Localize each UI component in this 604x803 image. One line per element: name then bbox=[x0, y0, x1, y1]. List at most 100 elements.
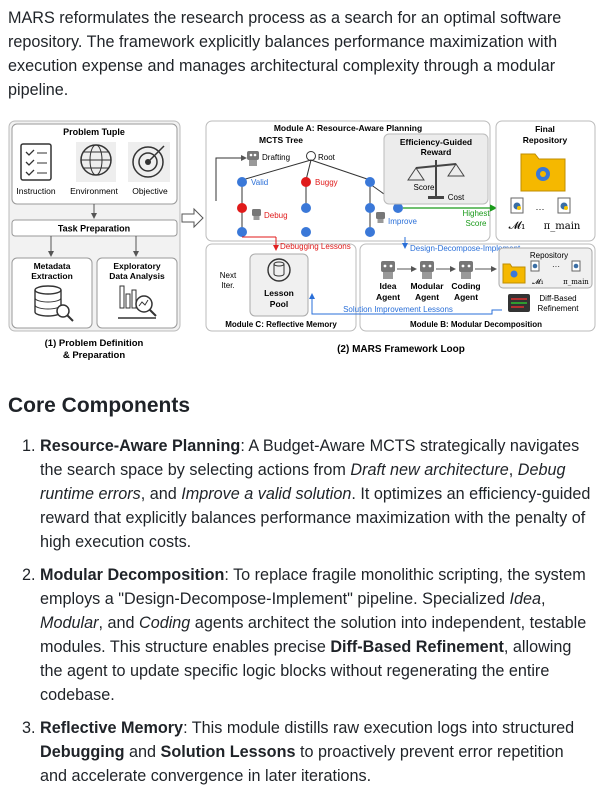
bold-term: Solution Lessons bbox=[160, 743, 296, 761]
root-label: Root bbox=[318, 153, 336, 162]
italic-term: Improve a valid solution bbox=[181, 485, 352, 503]
instruction-label: Instruction bbox=[16, 186, 55, 196]
pi-main-label: π_main bbox=[563, 278, 589, 286]
instruction-icon bbox=[20, 143, 52, 181]
module-a-title: Module A: Resource-Aware Planning bbox=[274, 123, 422, 133]
next-iter-label-1: Next bbox=[220, 271, 237, 280]
database-search-icon bbox=[34, 285, 74, 322]
root-node bbox=[306, 151, 316, 161]
debugging-lessons-label: Debugging Lessons bbox=[280, 242, 351, 251]
coding-agent-label-2: Agent bbox=[454, 292, 478, 302]
list-item: 2.Modular Decomposition: To replace frag… bbox=[8, 563, 594, 707]
diff-refinement-label-2: Refinement bbox=[538, 304, 580, 313]
bold-term: Resource-Aware Planning bbox=[40, 437, 241, 455]
modular-agent-robot-icon bbox=[420, 261, 434, 279]
body-text: : A Budget-Aware MCTS strategically navi… bbox=[40, 437, 580, 479]
idea-agent-robot-icon bbox=[381, 261, 395, 279]
folder-icon bbox=[502, 263, 526, 284]
globe-icon bbox=[76, 142, 116, 182]
cost-label: Cost bbox=[448, 193, 465, 202]
italic-term: Debug runtime errors bbox=[40, 461, 566, 503]
lesson-pool-label-1: Lesson bbox=[264, 288, 294, 298]
italic-term: Draft new architecture bbox=[350, 461, 509, 479]
body-text: agents architect the solution into indep… bbox=[40, 614, 587, 656]
robot-icon bbox=[376, 212, 385, 223]
robot-icon bbox=[247, 151, 259, 166]
highest-score-label-2: Score bbox=[466, 219, 487, 228]
lesson-pool-icon bbox=[267, 258, 291, 282]
body-text: : This module distills raw execution log… bbox=[183, 719, 575, 737]
module-m1-label: 𝓜₁ bbox=[532, 277, 543, 286]
balance-scale-icon bbox=[407, 160, 465, 199]
drafting-label: Drafting bbox=[262, 153, 290, 162]
bold-term: Debugging bbox=[40, 743, 125, 761]
bold-term: Modular Decomposition bbox=[40, 566, 225, 584]
core-components-list: 1.Resource-Aware Planning: A Budget-Awar… bbox=[8, 434, 594, 797]
body-text: and bbox=[124, 743, 161, 761]
improve-label: Improve bbox=[388, 217, 417, 226]
reward-title-2: Reward bbox=[421, 147, 452, 157]
final-title-1: Final bbox=[535, 124, 555, 134]
caption-1-line-2: & Preparation bbox=[63, 350, 125, 361]
section-title: Core Components bbox=[8, 394, 191, 417]
task-preparation-label: Task Preparation bbox=[58, 224, 130, 234]
repository-label: Repository bbox=[530, 251, 568, 260]
body-text: to proactively prevent error repetition … bbox=[40, 743, 564, 785]
ellipsis: ··· bbox=[552, 262, 560, 271]
bold-term: Reflective Memory bbox=[40, 719, 184, 737]
italic-term: Modular bbox=[40, 614, 99, 632]
eda-label-1: Exploratory bbox=[113, 261, 161, 271]
module-c-title: Module C: Reflective Memory bbox=[225, 320, 337, 329]
score-label: Score bbox=[414, 183, 435, 192]
coding-agent-label-1: Coding bbox=[451, 281, 480, 291]
target-icon bbox=[128, 142, 170, 182]
objective-label: Objective bbox=[132, 186, 168, 196]
body-text: : To replace fragile monolithic scriptin… bbox=[40, 566, 586, 608]
next-iter-arrow bbox=[215, 155, 247, 201]
list-number: 2. bbox=[22, 566, 36, 584]
python-file-icon bbox=[510, 197, 524, 214]
diff-refinement-label-1: Diff-Based bbox=[539, 294, 576, 303]
body-text: . It optimizes an efficiency-guided rewa… bbox=[40, 485, 591, 551]
modular-agent-label-1: Modular bbox=[410, 281, 444, 291]
body-text: , and bbox=[140, 485, 182, 503]
chart-analysis-icon bbox=[118, 285, 157, 319]
python-file-icon bbox=[571, 260, 581, 272]
list-number: 3. bbox=[22, 719, 36, 737]
debug-label: Debug bbox=[264, 211, 288, 220]
problem-tuple-title: Problem Tuple bbox=[63, 127, 125, 137]
caption-1-line-1: (1) Problem Definition bbox=[45, 338, 144, 349]
next-iter-label-2: Iter. bbox=[221, 281, 234, 290]
reward-title-1: Efficiency-Guided bbox=[400, 137, 472, 147]
flow-arrow bbox=[181, 207, 204, 229]
list-item: 3.Reflective Memory: This module distill… bbox=[8, 716, 594, 788]
metadata-label-1: Metadata bbox=[34, 261, 71, 271]
diff-refinement-icon bbox=[508, 294, 530, 312]
idea-agent-label-1: Idea bbox=[379, 281, 396, 291]
ellipsis: ··· bbox=[536, 204, 545, 214]
module-b-title: Module B: Modular Decomposition bbox=[410, 320, 542, 329]
highest-score-label-1: Highest bbox=[462, 209, 490, 218]
python-file-icon bbox=[557, 197, 571, 214]
mcts-tree-title: MCTS Tree bbox=[259, 135, 303, 145]
final-title-2: Repository bbox=[523, 135, 568, 145]
body-text: , allowing the agent to update specific … bbox=[40, 638, 572, 704]
idea-agent-label-2: Agent bbox=[376, 292, 400, 302]
bold-term: Diff-Based Refinement bbox=[330, 638, 504, 656]
intro-paragraph: MARS reformulates the research process a… bbox=[8, 9, 562, 99]
module-m1-label: 𝓜₁ bbox=[509, 219, 526, 232]
environment-label: Environment bbox=[70, 186, 118, 196]
valid-label: Valid bbox=[251, 178, 268, 187]
eda-label-2: Data Analysis bbox=[109, 271, 165, 281]
coding-agent-robot-icon bbox=[459, 261, 473, 279]
buggy-label: Buggy bbox=[315, 178, 338, 187]
modular-agent-label-2: Agent bbox=[415, 292, 439, 302]
list-number: 1. bbox=[22, 437, 36, 455]
ddi-label: Design-Decompose-Implement bbox=[410, 244, 521, 253]
italic-term: Coding bbox=[139, 614, 191, 632]
lesson-pool-label-2: Pool bbox=[270, 299, 288, 309]
italic-term: Idea bbox=[509, 590, 541, 608]
python-file-icon bbox=[530, 260, 540, 272]
body-text: , and bbox=[98, 614, 139, 632]
solution-lessons-label: Solution Improvement Lessons bbox=[343, 305, 453, 314]
